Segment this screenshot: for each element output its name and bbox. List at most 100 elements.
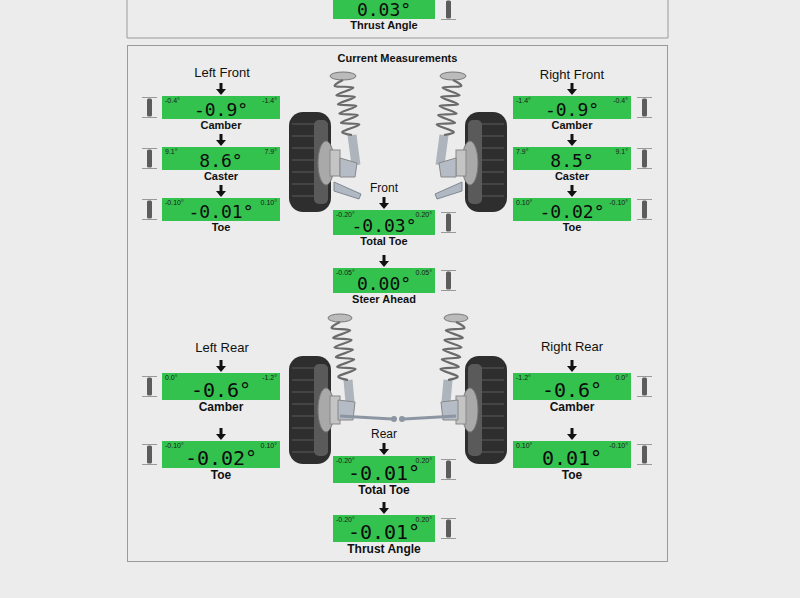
illustration-part [340, 416, 392, 419]
section-label: Front [370, 181, 398, 195]
measured-value: -0.6° [542, 381, 602, 399]
measured-value: -0.9° [194, 102, 248, 118]
range-limit: 9.1° [165, 148, 178, 155]
illustration-part [142, 148, 157, 149]
section-label: Left Front [194, 65, 250, 80]
illustration-part [142, 97, 157, 98]
gauge-bar: -0.10°0.10°-0.01° [162, 198, 280, 221]
illustration-part [637, 396, 652, 397]
panel-border [127, 0, 668, 38]
illustration-part [142, 444, 157, 445]
illustration-part [446, 1, 451, 19]
illustration-part [642, 150, 647, 168]
illustration-part [642, 99, 647, 117]
rear-suspension [289, 314, 397, 464]
illustration-part [216, 140, 226, 146]
range-limit: -0.05° [336, 269, 355, 276]
illustration-part [571, 185, 574, 192]
gauge-readout: 9.1°7.9°8.6°Caster [162, 147, 280, 183]
illustration-part [441, 232, 456, 233]
range-limit: 0.20° [416, 516, 432, 523]
illustration-part [335, 80, 360, 135]
illustration-part [352, 135, 356, 165]
gauge-caption: Toe [563, 221, 582, 234]
range-limit: 0.0° [165, 374, 178, 381]
gauge-caption: Caster [204, 170, 238, 183]
range-limit: 0.05° [416, 269, 432, 276]
illustration-part [637, 200, 652, 220]
illustration-part [383, 443, 386, 450]
illustration-part [571, 83, 574, 90]
measured-value: -0.01° [188, 204, 253, 220]
gauge-bar: -0.20°0.20°-0.01° [333, 515, 435, 542]
gauge-readout: 0.0°-1.2°-0.6°Camber [162, 373, 280, 414]
illustration-part [334, 182, 361, 199]
gauge-bar: 7.9°9.1°8.5° [513, 147, 631, 170]
illustration-part [216, 191, 226, 197]
gauge-readout: -1.2°0.0°-0.6°Camber [513, 373, 631, 414]
illustration-part [340, 158, 357, 177]
illustration-part [441, 518, 456, 519]
illustration-part [142, 168, 157, 169]
illustration-part [379, 508, 389, 514]
illustration-part [441, 213, 456, 233]
rear-suspension [399, 314, 507, 464]
measured-value: -0.02° [185, 449, 257, 467]
illustration-part [642, 378, 647, 396]
illustration-part [216, 89, 226, 95]
illustration-part [567, 89, 577, 95]
illustration-part [220, 428, 223, 435]
illustration-part [637, 149, 652, 169]
illustration-part [147, 201, 152, 219]
illustration-part [637, 376, 652, 377]
illustration-part [391, 416, 397, 422]
gauge-caption: Total Toe [360, 235, 407, 248]
illustration-part [637, 168, 652, 169]
illustration-part [441, 270, 456, 271]
illustration-part [142, 219, 157, 220]
range-limit: -0.4° [613, 97, 628, 104]
illustration-part [220, 185, 223, 192]
range-limit: -0.20° [336, 457, 355, 464]
gauge-caption: Camber [550, 400, 595, 414]
range-limit: 0.10° [261, 442, 277, 449]
gauge-readout: -1.4°-0.4°-0.9°Camber [513, 96, 631, 132]
gauge-readout: 0.10°-0.10°0.01°Toe [513, 441, 631, 482]
illustration-part [571, 360, 574, 367]
measured-value: 0.01° [542, 449, 602, 467]
gauge-bar: 0.0°-1.2°-0.6° [162, 373, 280, 400]
illustration-part [328, 314, 352, 322]
illustration-part [441, 460, 456, 480]
gauge-readout: -0.20°0.20°-0.01°Thrust Angle [333, 515, 435, 556]
range-limit: 0.10° [516, 199, 532, 206]
illustration-part [220, 360, 223, 367]
gauge-bar: -0.4°-1.4°-0.9° [162, 96, 280, 119]
illustration-part [441, 459, 456, 460]
gauge-caption: Thrust Angle [347, 542, 421, 556]
illustration-part [441, 290, 456, 291]
illustration-part [142, 199, 157, 200]
illustration-part [637, 464, 652, 465]
range-limit: 0.10° [516, 442, 532, 449]
measured-value: -0.01° [348, 464, 420, 482]
illustration-part [642, 201, 647, 219]
illustration-part [441, 271, 456, 291]
illustration-part [383, 255, 386, 262]
illustration-part [637, 445, 652, 465]
gauge-caption: Camber [199, 400, 244, 414]
range-limit: 0.0° [615, 374, 628, 381]
gauge-bar: 9.1°7.9°8.6° [162, 147, 280, 170]
illustration-part [216, 366, 226, 372]
gauge-caption: Total Toe [358, 483, 410, 497]
range-limit: -0.10° [609, 442, 628, 449]
gauge-readout: 0.10°-0.10°-0.02°Toe [513, 198, 631, 234]
section-label: Rear [371, 427, 397, 441]
range-limit: -0.20° [336, 516, 355, 523]
illustration-part [637, 148, 652, 149]
measured-value: 8.6° [199, 153, 242, 169]
range-limit: 7.9° [516, 148, 529, 155]
illustration-part [637, 98, 652, 118]
panel-title: Current Measurements [128, 46, 667, 65]
range-limit: -1.4° [516, 97, 531, 104]
